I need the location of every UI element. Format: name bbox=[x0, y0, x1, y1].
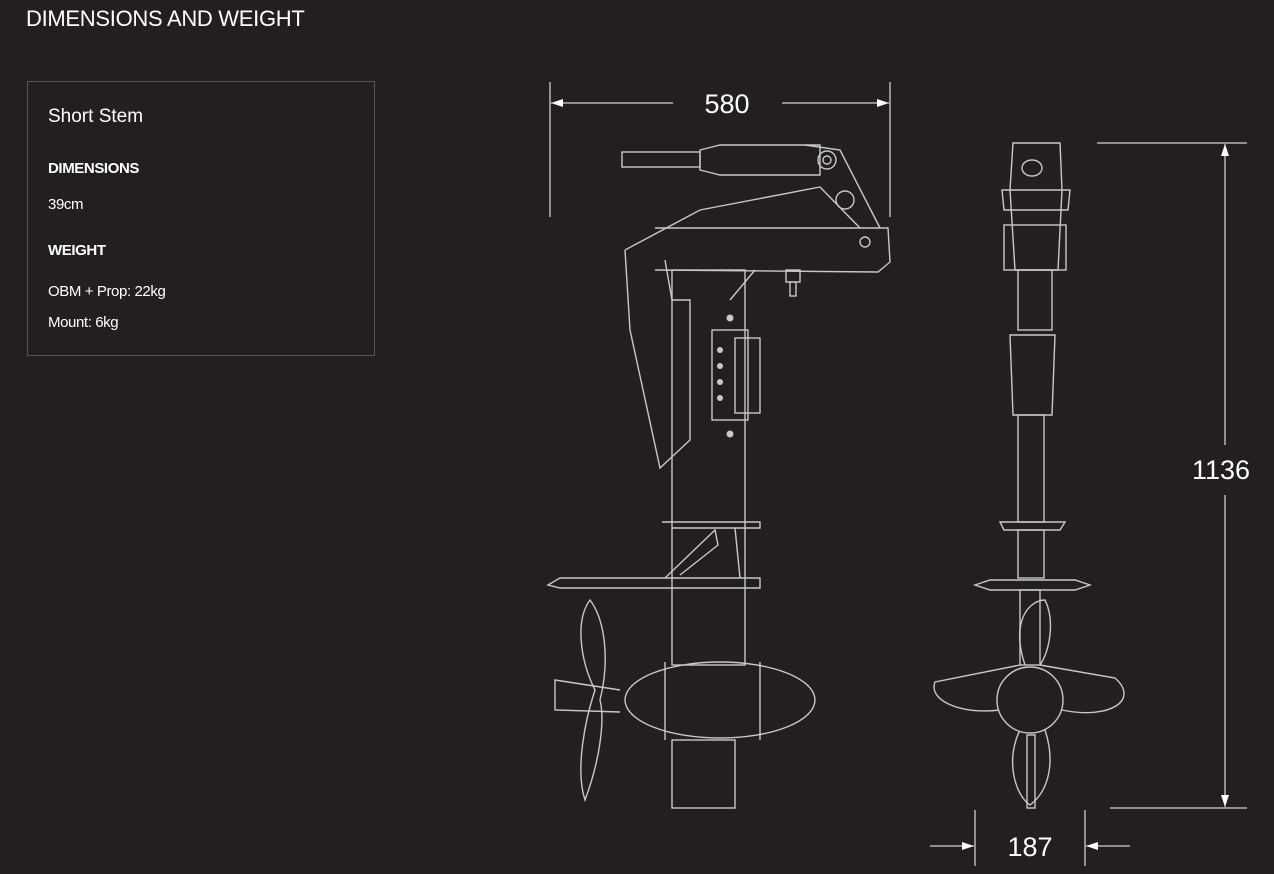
spec-card: Short Stem DIMENSIONS 39cm WEIGHT OBM + … bbox=[27, 81, 375, 356]
depth-label: 187 bbox=[1007, 832, 1052, 862]
dimensions-heading: DIMENSIONS bbox=[48, 160, 140, 177]
height-dimension bbox=[1097, 142, 1247, 809]
weight-value-mount: Mount: 6kg bbox=[48, 314, 119, 331]
dimensions-value: 39cm bbox=[48, 196, 84, 213]
width-label: 580 bbox=[704, 89, 749, 119]
depth-dimension bbox=[930, 810, 1130, 866]
weight-value-obm: OBM + Prop: 22kg bbox=[48, 283, 166, 300]
width-dimension bbox=[549, 82, 891, 217]
height-label: 1136 bbox=[1192, 455, 1250, 485]
front-view bbox=[933, 142, 1125, 809]
page-title: DIMENSIONS AND WEIGHT bbox=[26, 6, 305, 31]
weight-heading: WEIGHT bbox=[48, 242, 106, 259]
variant-name: Short Stem bbox=[48, 106, 144, 127]
side-view bbox=[546, 144, 891, 809]
